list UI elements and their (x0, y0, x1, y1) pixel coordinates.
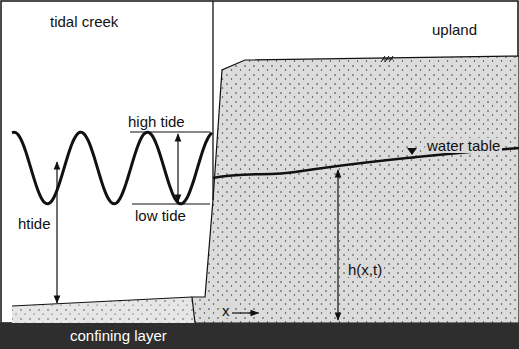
variable-label: htide (16, 216, 53, 231)
tide-range-arrow (177, 134, 178, 202)
layer-label: confining layer (70, 328, 167, 343)
region-label: tidal creek (50, 14, 118, 29)
variable-label: h(x,t) (346, 262, 384, 277)
head-arrow (337, 170, 338, 320)
tide-wave (12, 132, 212, 204)
region-label: upland (432, 22, 477, 37)
divider (212, 1, 213, 200)
tide-label: low tide (133, 208, 188, 223)
creek-bed-line (12, 297, 192, 306)
grass-symbol (381, 56, 393, 62)
water-table-label: water table (425, 138, 502, 153)
upland-aquifer (192, 56, 519, 323)
x-axis-arrow (232, 312, 258, 313)
low-tide-line (132, 203, 210, 204)
axis-label: x (220, 303, 232, 318)
confining-layer (0, 323, 519, 349)
high-tide-line (130, 131, 210, 132)
water-table-symbol (407, 148, 417, 155)
water-table-symbol-dash (409, 158, 415, 159)
htide-arrow (56, 162, 57, 303)
frame (1, 1, 518, 323)
tide-label: high tide (126, 114, 187, 129)
creek-bed (12, 297, 200, 323)
